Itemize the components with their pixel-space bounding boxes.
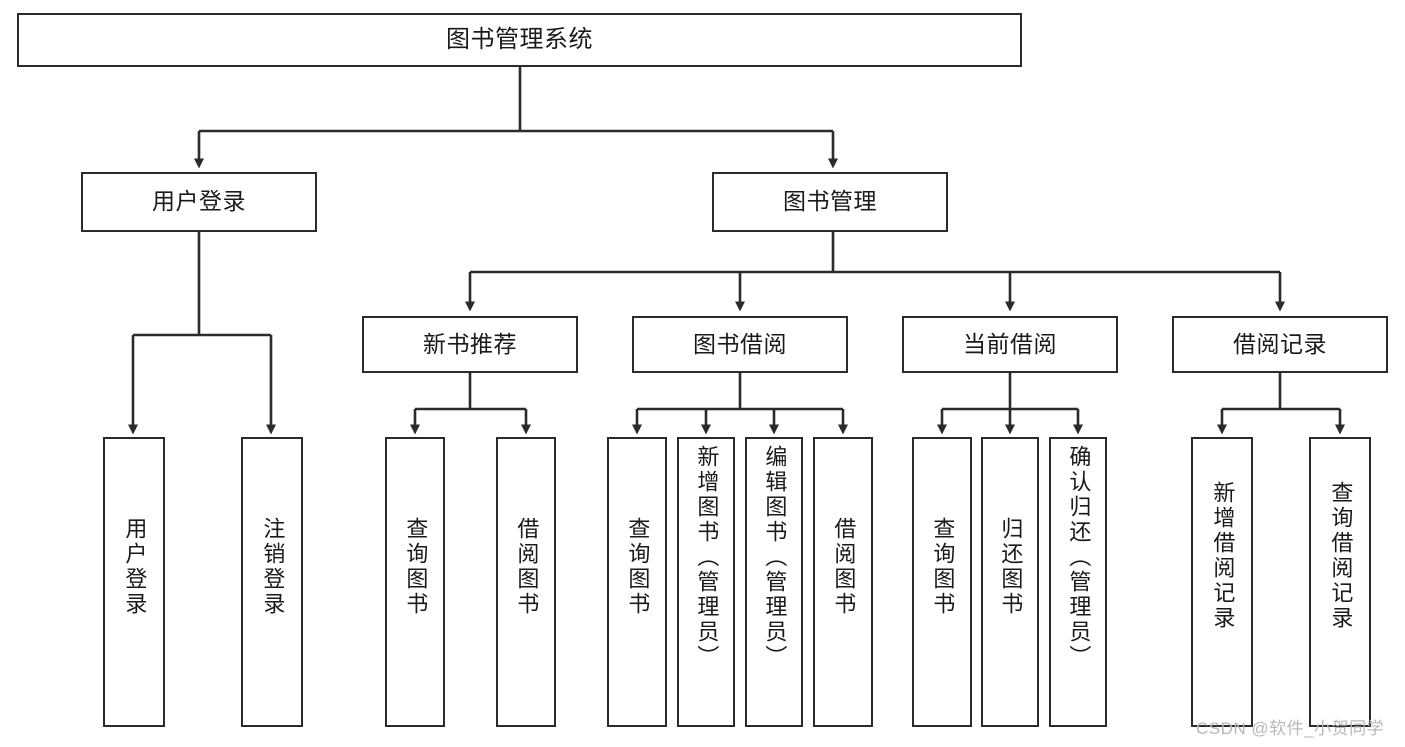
leaf-user-login-label: 用户登录 — [122, 517, 148, 617]
node-current-borrow[interactable]: 当前借阅 — [902, 316, 1118, 373]
leaf-query-book-2-label: 查询图书 — [625, 517, 651, 617]
leaf-logout-login-label: 注销登录 — [260, 517, 286, 617]
leaf-borrow-book-1[interactable]: 借阅图书 — [496, 437, 556, 727]
node-borrow-record-label: 借阅记录 — [1233, 330, 1327, 357]
node-user-login-label: 用户登录 — [152, 188, 246, 215]
leaf-add-borrow-record[interactable]: 新增借阅记录 — [1191, 437, 1253, 727]
leaf-query-book-1-label: 查询图书 — [403, 517, 429, 617]
node-book-management-label: 图书管理 — [783, 188, 877, 215]
leaf-query-book-2[interactable]: 查询图书 — [607, 437, 667, 727]
leaf-confirm-return-admin[interactable]: 确认归还（管理员） — [1049, 437, 1107, 727]
leaf-edit-book-admin[interactable]: 编辑图书（管理员） — [745, 437, 803, 727]
node-borrow-record[interactable]: 借阅记录 — [1172, 316, 1388, 373]
node-book-borrow[interactable]: 图书借阅 — [632, 316, 848, 373]
node-new-book-recommend[interactable]: 新书推荐 — [362, 316, 578, 373]
leaf-edit-book-admin-label: 编辑图书（管理员） — [762, 445, 788, 670]
leaf-query-book-3[interactable]: 查询图书 — [912, 437, 972, 727]
node-new-book-recommend-label: 新书推荐 — [423, 330, 517, 357]
leaf-return-book-label: 归还图书 — [998, 517, 1024, 617]
leaf-borrow-book-2[interactable]: 借阅图书 — [813, 437, 873, 727]
leaf-query-book-3-label: 查询图书 — [930, 517, 956, 617]
leaf-add-borrow-record-label: 新增借阅记录 — [1210, 481, 1236, 631]
leaf-confirm-return-admin-label: 确认归还（管理员） — [1066, 445, 1092, 670]
node-user-login[interactable]: 用户登录 — [81, 172, 317, 232]
node-current-borrow-label: 当前借阅 — [963, 330, 1057, 357]
node-book-borrow-label: 图书借阅 — [693, 330, 787, 357]
node-root[interactable]: 图书管理系统 — [17, 13, 1022, 67]
leaf-query-borrow-record[interactable]: 查询借阅记录 — [1309, 437, 1371, 727]
leaf-add-book-admin-label: 新增图书（管理员） — [694, 445, 720, 670]
node-root-label: 图书管理系统 — [446, 25, 593, 53]
leaf-query-book-1[interactable]: 查询图书 — [385, 437, 445, 727]
leaf-borrow-book-2-label: 借阅图书 — [831, 517, 857, 617]
leaf-return-book[interactable]: 归还图书 — [981, 437, 1039, 727]
leaf-logout-login[interactable]: 注销登录 — [241, 437, 303, 727]
node-book-management[interactable]: 图书管理 — [712, 172, 948, 232]
leaf-user-login[interactable]: 用户登录 — [103, 437, 165, 727]
leaf-query-borrow-record-label: 查询借阅记录 — [1328, 481, 1354, 631]
leaf-borrow-book-1-label: 借阅图书 — [514, 517, 540, 617]
leaf-add-book-admin[interactable]: 新增图书（管理员） — [677, 437, 735, 727]
